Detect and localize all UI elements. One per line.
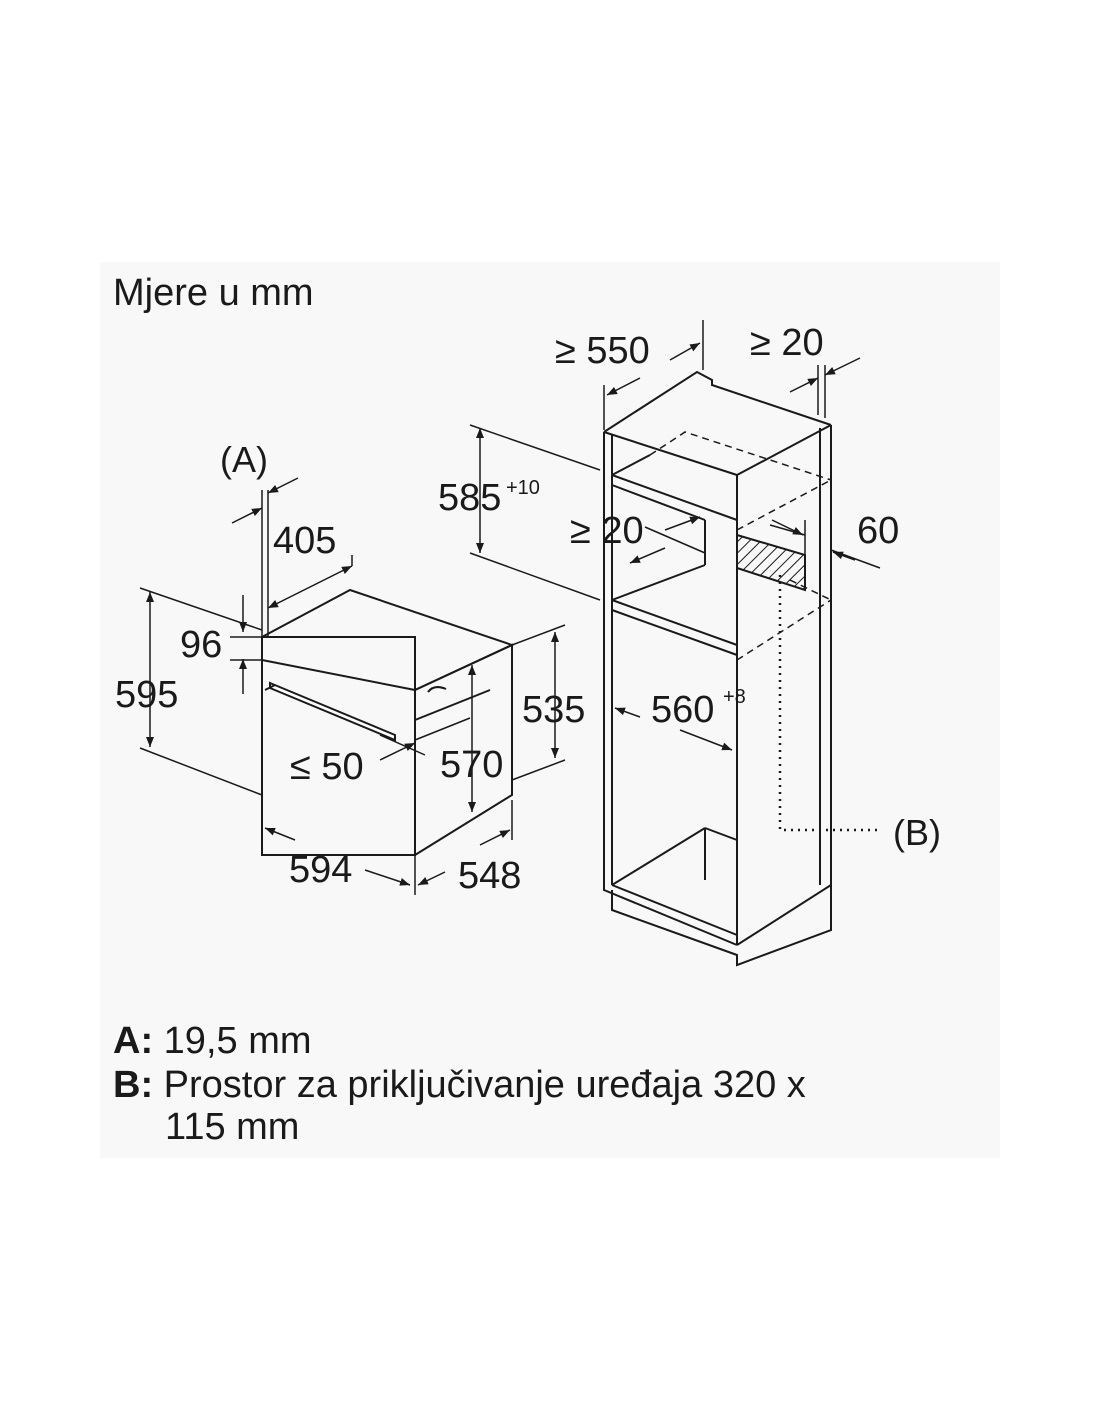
- cabinet-dashed-outline: [649, 431, 832, 661]
- dim-96-label: 96: [180, 624, 222, 666]
- dim-535-label: 535: [522, 689, 585, 731]
- oven-dimensions: [139, 477, 566, 895]
- dim-585-tolerance: +10: [506, 477, 540, 499]
- legend-a-text: 19,5 mm: [163, 1020, 312, 1062]
- connection-area-hatch: [736, 533, 806, 592]
- marker-b-leader: [778, 575, 880, 832]
- dim-595-label: 595: [115, 674, 178, 716]
- dim-560-tolerance: +8: [723, 686, 746, 708]
- dim-ge550-label: ≥ 550: [555, 330, 650, 372]
- legend-a-key: A:: [113, 1020, 154, 1062]
- diagram-title: Mjere u mm: [113, 272, 314, 314]
- legend-b-cont: 115 mm: [165, 1108, 299, 1146]
- diagram-panel: [100, 262, 1000, 1158]
- dim-60-label: 60: [857, 510, 899, 552]
- legend-b-text-line2: 115 mm: [165, 1106, 300, 1148]
- dim-ge20-mid-label: ≥ 20: [570, 510, 644, 552]
- oven-drawing: [261, 588, 515, 856]
- cabinet-dimensions: [469, 320, 881, 751]
- dim-560-label: 560: [651, 689, 714, 731]
- dim-ge20-top-label: ≥ 20: [750, 322, 824, 364]
- legend-b: B: Prostor za priključivanje uređaja 320…: [113, 1066, 806, 1104]
- legend-b-text-line1: Prostor za priključivanje uređaja 320 x: [163, 1064, 806, 1106]
- cabinet-drawing: [603, 370, 832, 967]
- dim-594-label: 594: [289, 849, 352, 891]
- dim-le50-label: ≤ 50: [290, 746, 364, 788]
- dim-548-label: 548: [458, 855, 521, 897]
- legend-b-key: B:: [113, 1064, 154, 1106]
- marker-a-label: (A): [220, 439, 268, 480]
- marker-b-label: (B): [893, 812, 941, 853]
- legend-a: A: 19,5 mm: [113, 1022, 312, 1060]
- dim-585-label: 585: [438, 477, 501, 519]
- dim-570-label: 570: [440, 744, 503, 786]
- dim-405-label: 405: [273, 520, 336, 562]
